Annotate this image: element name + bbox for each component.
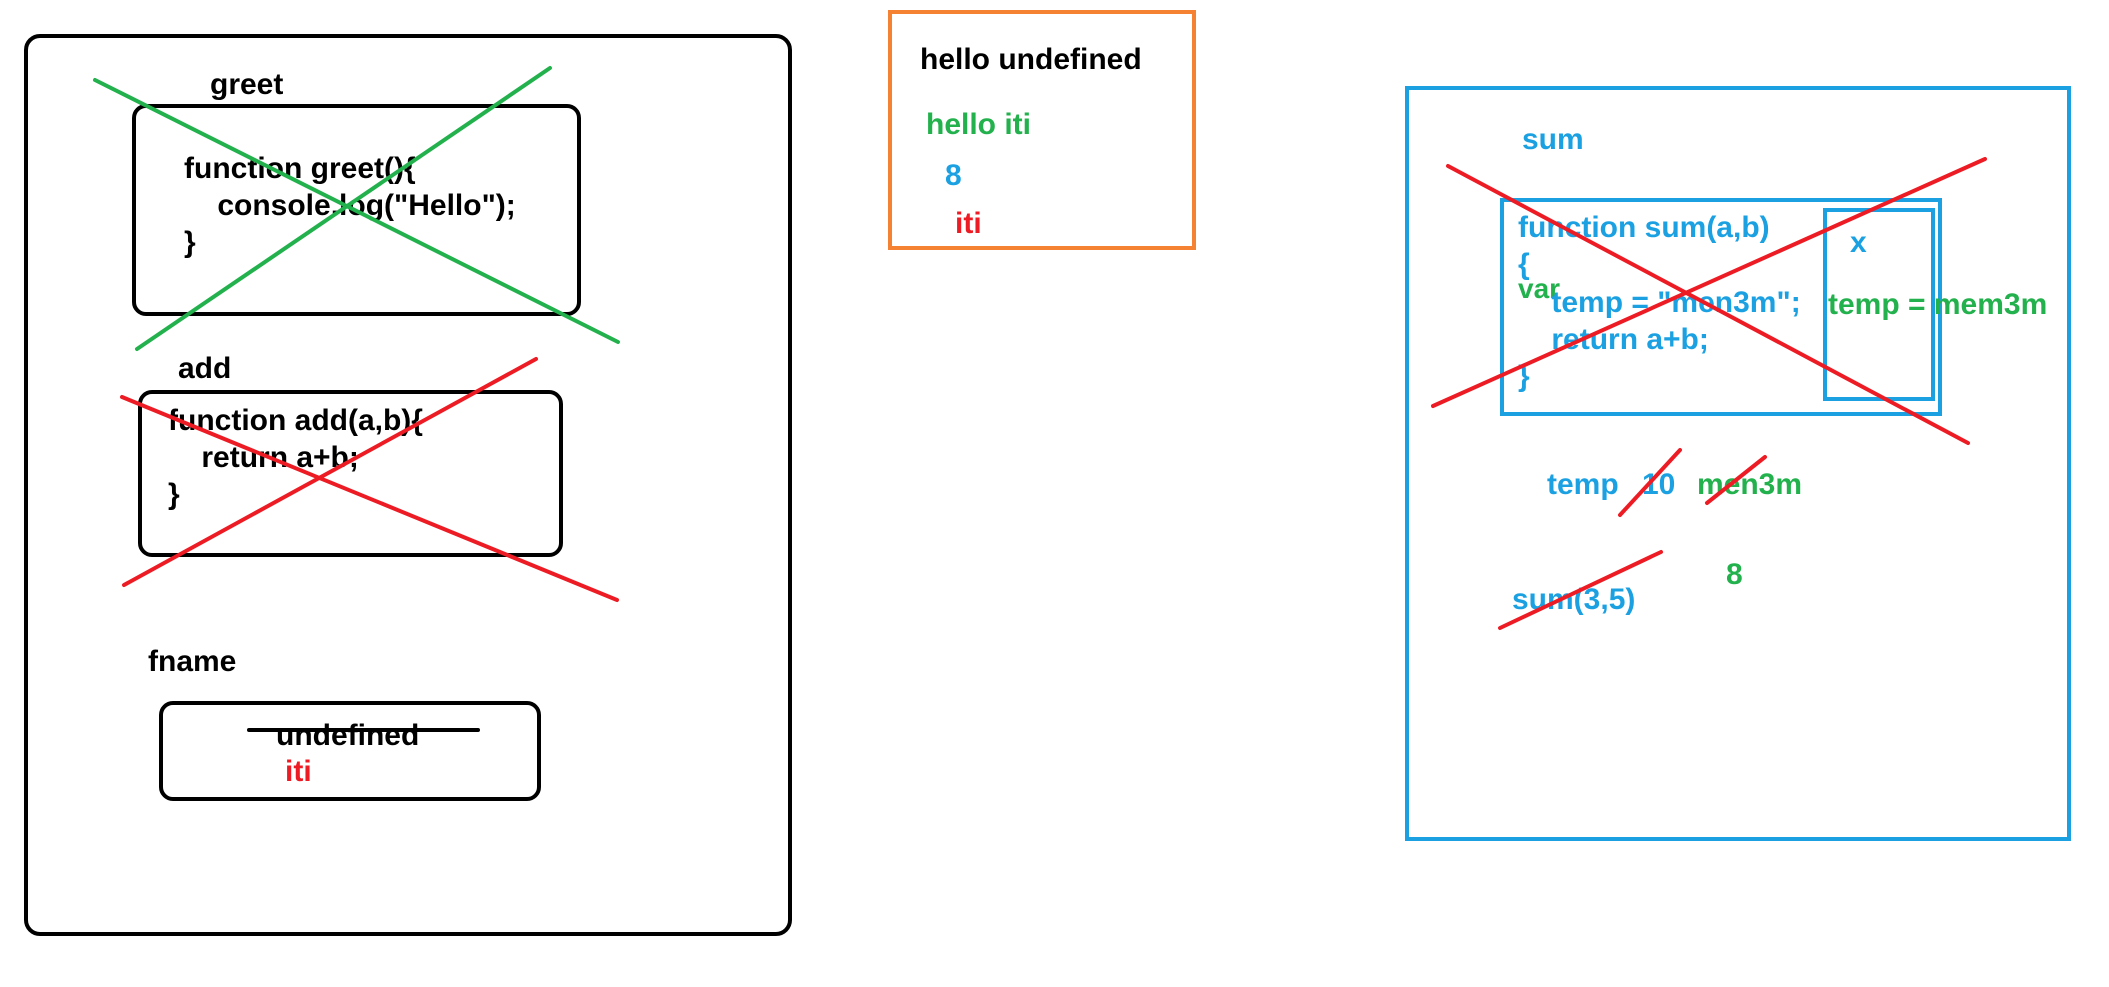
temp-label: temp (1547, 468, 1619, 501)
sum-code-line-1: function sum(a,b) (1518, 211, 1770, 244)
fname-label: fname (148, 645, 237, 678)
console-line-3: 8 (945, 159, 962, 192)
greet-function-code: function greet(){ console.log("Hello"); … (184, 152, 516, 259)
temp-old-value: 10 (1642, 468, 1676, 501)
inner-scope-label: x (1850, 226, 1867, 259)
inner-scope-note: temp = mem3m (1828, 288, 2048, 321)
sum-scope-box (1405, 86, 2071, 841)
add-label: add (178, 352, 232, 385)
greet-label: greet (210, 68, 284, 101)
global-memory-box (24, 34, 792, 936)
temp-new-value: men3m (1697, 468, 1803, 501)
fname-value-box (159, 701, 541, 801)
sum-code-line-5: } (1518, 360, 1530, 393)
fname-new-value: iti (285, 755, 312, 788)
console-output-box (888, 10, 1196, 250)
sum-result-value: 8 (1726, 558, 1743, 591)
add-function-code: function add(a,b){ return a+b; } (168, 404, 423, 511)
console-line-2: hello iti (926, 108, 1031, 141)
sum-label: sum (1522, 123, 1584, 156)
sum-call: sum(3,5) (1512, 583, 1636, 616)
sum-code-line-4: return a+b; (1518, 323, 1709, 356)
console-line-1: hello undefined (920, 43, 1142, 76)
fname-old-value: undefined (276, 719, 420, 752)
sum-code-line-3: temp = "men3m"; (1518, 286, 1801, 319)
console-line-4: iti (955, 207, 982, 240)
